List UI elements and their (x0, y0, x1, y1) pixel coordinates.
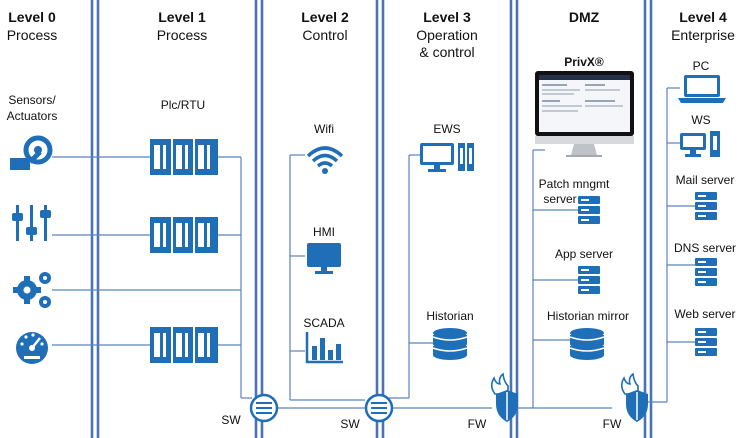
firewall-icon (490, 373, 519, 423)
dmz-title: DMZ (569, 9, 600, 25)
level3-title: Level 3 (423, 9, 471, 25)
sensors-label-2: Actuators (7, 109, 58, 123)
level2-devices: Wifi HMI SCADA (303, 122, 345, 364)
historian-mirror-label: Historian mirror (547, 309, 629, 323)
database-icon (569, 327, 605, 361)
patch-server-label-2: server (543, 192, 576, 206)
mail-server-label: Mail server (676, 173, 735, 187)
ews-label: EWS (433, 122, 460, 136)
level1-subtitle: Process (157, 27, 208, 43)
wifi-icon (306, 146, 344, 174)
server-icon (695, 192, 717, 220)
historian-label: Historian (426, 309, 473, 323)
plc-icon (150, 139, 218, 175)
server-icon (578, 266, 600, 294)
server-icon (695, 258, 717, 286)
level0-subtitle: Process (7, 27, 58, 43)
gauge-icon (16, 332, 48, 364)
app-server-label: App server (555, 247, 613, 261)
server-icon (578, 196, 600, 224)
monitor-icon (307, 243, 341, 274)
network-gear: SW SW FW FW (221, 373, 649, 431)
switch-label: SW (340, 417, 360, 431)
laptop-icon (678, 75, 726, 103)
zone-dividers (90, 0, 653, 438)
level0-devices: Sensors/ Actuators (7, 93, 58, 364)
level3-devices: EWS Historian (420, 122, 474, 361)
steam-valve-icon (10, 135, 53, 170)
dns-server-label: DNS server (674, 241, 736, 255)
sliders-icon (12, 205, 51, 241)
hmi-label: HMI (313, 225, 335, 239)
switch-icon (249, 393, 279, 423)
privx-label: PrivX® (564, 55, 604, 69)
level1-title: Level 1 (158, 9, 206, 25)
level4-subtitle: Enterprise (671, 27, 735, 43)
network-wires (52, 87, 695, 409)
plc-label: Plc/RTU (161, 98, 205, 112)
level-headers: Level 0 Process Level 1 Process Level 2 … (7, 9, 735, 60)
workstation-icon (420, 143, 474, 172)
server-icon (695, 328, 717, 356)
scada-label: SCADA (303, 316, 344, 330)
level3-subtitle-2: & control (419, 44, 474, 60)
switch-icon (364, 393, 394, 423)
bar-chart-icon (305, 332, 343, 364)
sensors-label-1: Sensors/ (8, 93, 56, 107)
patch-server-label-1: Patch mngmt (539, 177, 610, 191)
workstation-icon (680, 131, 720, 157)
plc-icon (150, 217, 218, 253)
level2-title: Level 2 (301, 9, 349, 25)
level3-subtitle-1: Operation (416, 27, 477, 43)
level2-subtitle: Control (302, 27, 347, 43)
level4-title: Level 4 (679, 9, 727, 25)
monitor-icon (535, 71, 634, 157)
level4-devices: PC WS Mail server DNS server Web server (674, 59, 736, 356)
database-icon (432, 327, 468, 361)
ws-label: WS (691, 113, 710, 127)
plc-icon (150, 327, 218, 363)
web-server-label: Web server (674, 307, 735, 321)
pc-label: PC (693, 59, 710, 73)
firewall-label: FW (603, 417, 622, 431)
dmz-devices: PrivX® Patch mngmt server App server His… (535, 55, 634, 361)
gears-icon (13, 272, 51, 308)
level1-devices: Plc/RTU (150, 98, 218, 363)
level0-title: Level 0 (8, 9, 56, 25)
wifi-label: Wifi (314, 122, 334, 136)
firewall-label: FW (468, 417, 487, 431)
switch-label: SW (221, 413, 241, 427)
